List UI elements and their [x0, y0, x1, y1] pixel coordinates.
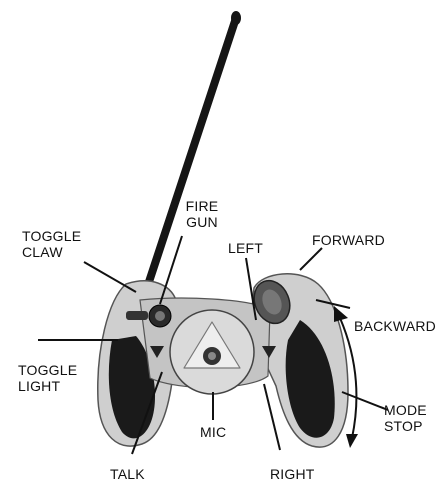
antenna [143, 11, 241, 300]
arrowhead-down [346, 434, 358, 448]
leader-toggle-claw [84, 262, 136, 292]
arrowhead-up [334, 306, 348, 322]
label-forward: FORWARD [312, 232, 385, 248]
toggle-claw-switch[interactable] [126, 311, 148, 320]
label-right: RIGHT [270, 466, 315, 482]
controller-body [98, 274, 348, 447]
leader-forward [300, 248, 322, 270]
leader-mode-stop [342, 392, 388, 410]
label-left: LEFT [228, 240, 263, 256]
label-talk: TALK [110, 466, 145, 482]
label-mic: MIC [200, 424, 226, 440]
label-backward: BACKWARD [354, 318, 436, 334]
